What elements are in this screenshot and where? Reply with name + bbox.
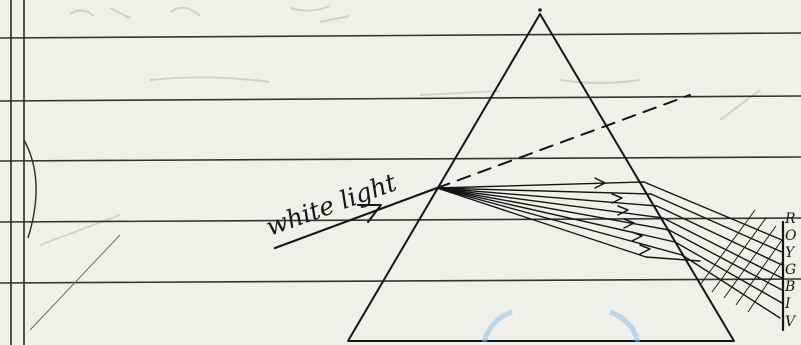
spectrum-label-green: G bbox=[785, 262, 796, 278]
spectrum-label-blue: B bbox=[784, 279, 795, 295]
apex-dot bbox=[538, 8, 542, 12]
spectrum-label-orange: O bbox=[785, 228, 797, 244]
spectrum-label-red: R bbox=[784, 211, 796, 227]
spectrum-label-indigo: I bbox=[784, 296, 791, 312]
